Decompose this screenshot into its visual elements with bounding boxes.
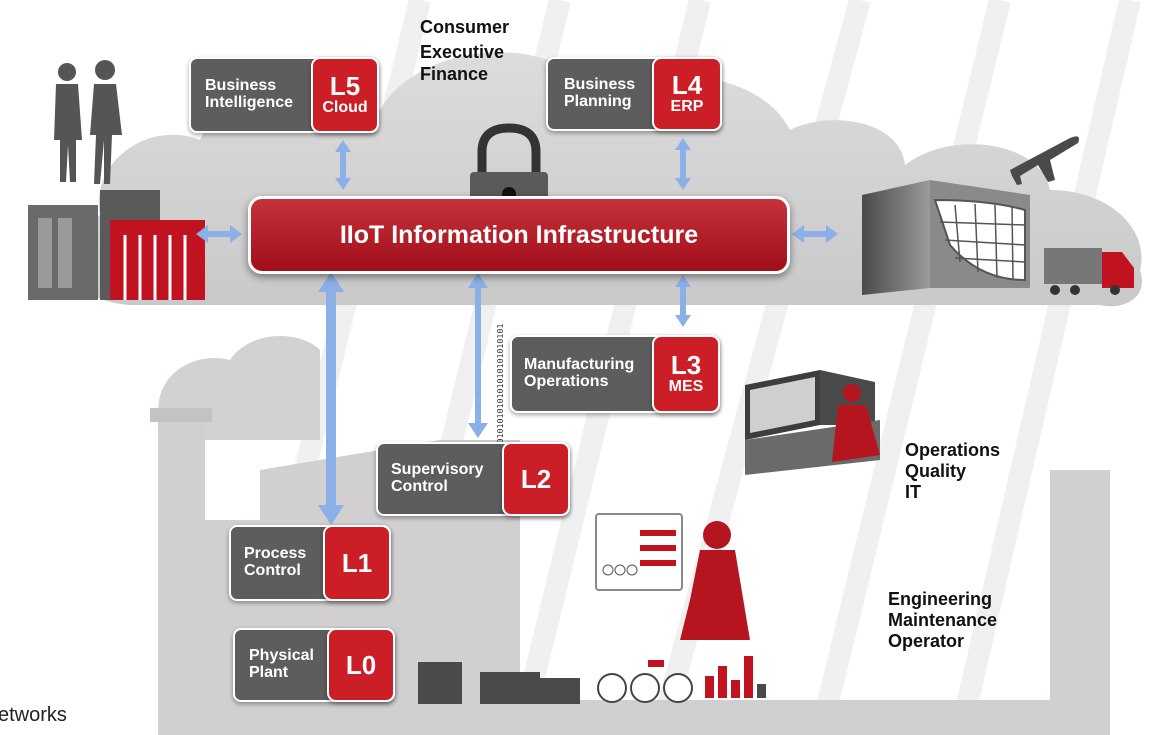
level-l5-box: Business Intelligence L5 Cloud [189, 57, 379, 133]
level-l3-sub: MES [668, 378, 704, 395]
role-quality: Quality [905, 461, 967, 481]
level-l5-sub: Cloud [322, 99, 368, 116]
iiot-label: IIoT Information Infrastructure [339, 220, 699, 249]
level-l4-sub: ERP [670, 98, 704, 115]
roles-eng: Engineering Maintenance Operator [888, 589, 997, 652]
role-finance: Finance [420, 64, 489, 84]
level-l4-badge: L4 ERP [652, 57, 722, 131]
level-l1-box: Process Control L1 [229, 525, 391, 601]
arrow-iiot-l3 [675, 275, 691, 327]
arrow-iiot-l1 [318, 272, 344, 525]
left-factory-icon [28, 190, 205, 300]
level-l4-label: Business Planning [564, 76, 636, 110]
level-l1-code: L1 [341, 548, 373, 578]
roles-top: Consumer Executive Finance [420, 12, 509, 84]
role-it: IT [905, 482, 921, 502]
airplane-icon [1010, 136, 1079, 185]
role-engineering: Engineering [888, 589, 993, 609]
level-l2-label: Supervisory Control [391, 461, 484, 495]
level-l0-label: Physical Plant [249, 647, 314, 681]
level-l1-badge: L1 [323, 525, 391, 601]
level-l3-label: Manufacturing Operations [524, 356, 635, 390]
roles-ops: Operations Quality IT [905, 440, 1000, 503]
level-l3-badge: L3 MES [652, 335, 720, 413]
level-l2-box: Supervisory Control L2 [376, 442, 570, 516]
plant-equipment-icons [418, 656, 766, 704]
footer-networks-text: etworks [0, 704, 67, 726]
tablet-user-icon [595, 513, 750, 640]
level-l2-code: L2 [520, 464, 552, 494]
role-maintenance: Maintenance [888, 610, 998, 630]
arrow-l4-iiot [675, 138, 691, 190]
level-l5-code: L5 [329, 71, 361, 101]
arrow-iiot-l2 [468, 273, 488, 438]
level-l3-box: Manufacturing Operations L3 MES [510, 335, 720, 413]
role-operations: Operations [905, 440, 1001, 460]
level-l4-box: Business Planning L4 ERP [546, 57, 722, 131]
control-room-operator-icon [745, 370, 880, 475]
arrow-l5-iiot [335, 140, 351, 190]
level-l5-label: Business Intelligence [205, 77, 294, 111]
level-l4-code: L4 [671, 70, 703, 100]
iiot-infrastructure-bar: IIoT Information Infrastructure [248, 196, 790, 274]
level-l3-code: L3 [670, 350, 702, 380]
level-l2-badge: L2 [502, 442, 570, 516]
level-l0-badge: L0 [327, 628, 395, 702]
level-l0-box: Physical Plant L0 [233, 628, 395, 702]
role-consumer: Consumer [420, 17, 510, 37]
role-operator: Operator [888, 631, 965, 651]
people-icon [54, 60, 122, 184]
role-executive: Executive [420, 42, 505, 62]
office-building-icon [862, 180, 1030, 295]
level-l1-label: Process Control [244, 545, 307, 579]
level-l0-code: L0 [345, 650, 377, 680]
chimney-cap [150, 408, 212, 422]
level-l5-badge: L5 Cloud [311, 57, 379, 133]
arrow-left-iiot [196, 225, 242, 243]
arrow-iiot-right [792, 225, 838, 243]
connection-arrows [196, 138, 838, 525]
truck-icon [1044, 248, 1134, 295]
